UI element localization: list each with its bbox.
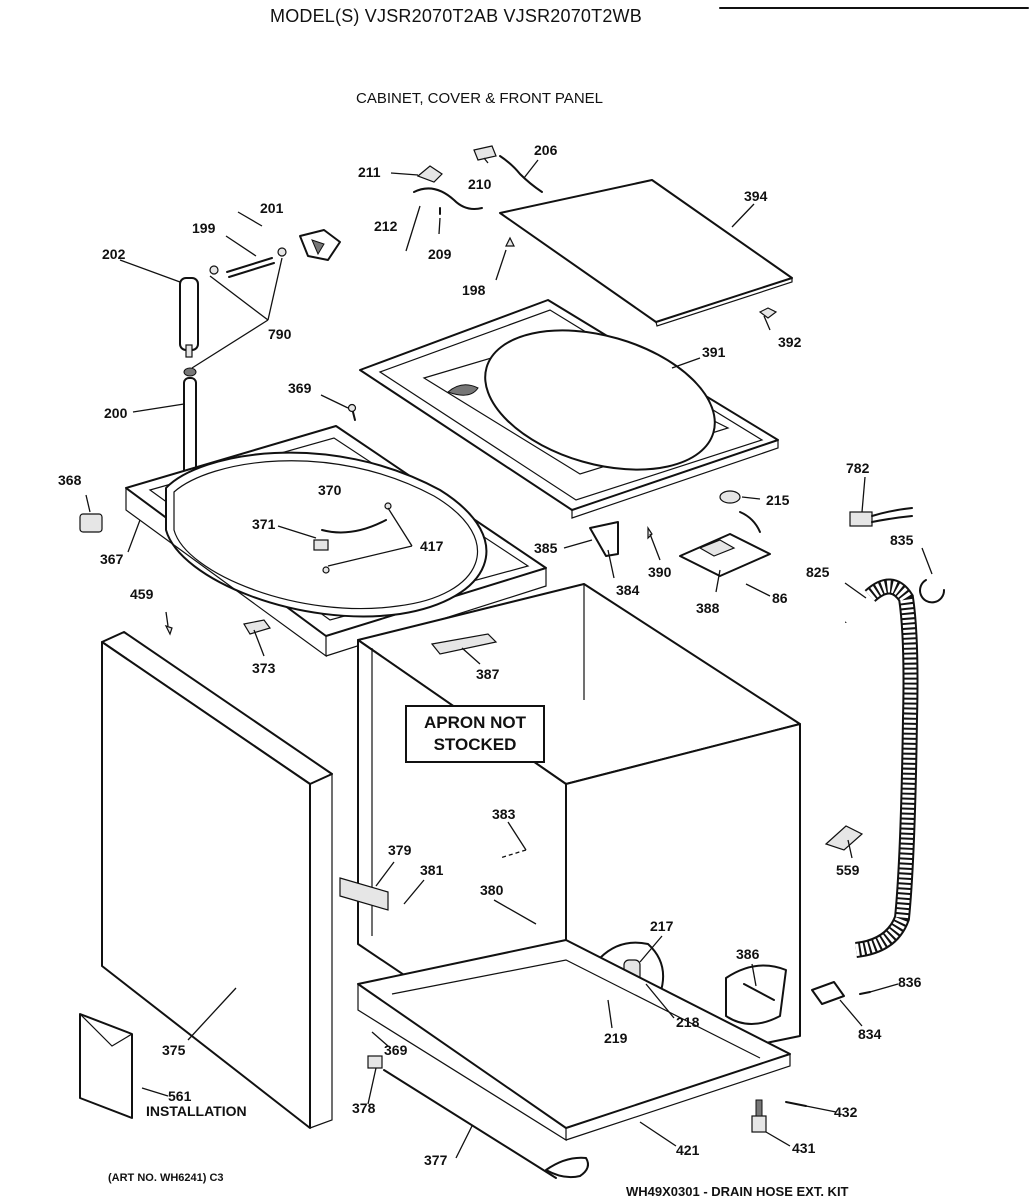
part-label-370: 370 xyxy=(318,482,342,498)
part-label-86: 86 xyxy=(772,590,788,606)
part-label-790: 790 xyxy=(268,326,292,342)
part-label-369-top: 369 xyxy=(288,380,312,396)
rod-377 xyxy=(383,1069,589,1179)
bracket-385 xyxy=(589,521,619,557)
top-cover-391 xyxy=(359,299,779,519)
part-label-367: 367 xyxy=(100,551,124,567)
part-label-198: 198 xyxy=(462,282,486,298)
base-frame-367 xyxy=(125,425,547,658)
part-label-373: 373 xyxy=(252,660,276,676)
part-label-559: 559 xyxy=(836,862,860,878)
hinge-rod-370 xyxy=(313,502,392,574)
part-label-381: 381 xyxy=(420,862,444,878)
part-label-211: 211 xyxy=(358,164,381,180)
part-label-369-bottom: 369 xyxy=(384,1042,408,1058)
part-label-386: 386 xyxy=(736,946,760,962)
part-label-561: 561 xyxy=(168,1088,192,1104)
apron-not-stocked-callout: APRON NOT STOCKED xyxy=(405,705,545,763)
part-label-371: 371 xyxy=(252,516,276,532)
pin-432 xyxy=(785,1101,807,1107)
base-pan-421 xyxy=(357,939,791,1142)
part-label-379: 379 xyxy=(388,842,412,858)
part-label-385: 385 xyxy=(534,540,558,556)
part-label-202: 202 xyxy=(102,246,126,262)
screw-390 xyxy=(647,526,653,540)
switch-388 xyxy=(679,511,771,577)
part-label-459: 459 xyxy=(130,586,154,602)
part-label-387: 387 xyxy=(476,666,500,682)
drain-hose-kit-note: WH49X0301 - DRAIN HOSE EXT. KIT xyxy=(626,1184,849,1199)
part-label-417: 417 xyxy=(420,538,444,554)
part-label-383: 383 xyxy=(492,806,516,822)
leader-201 xyxy=(237,211,263,227)
clip-559 xyxy=(824,825,864,851)
clamp-835 xyxy=(919,579,946,604)
part-label-421: 421 xyxy=(676,1142,700,1158)
part-label-431: 431 xyxy=(792,1140,816,1156)
installation-label: INSTALLATION xyxy=(146,1103,247,1119)
foot-378 xyxy=(367,1055,383,1069)
part-label-218: 218 xyxy=(676,1014,700,1030)
hinge-392 xyxy=(758,307,778,319)
part-label-392: 392 xyxy=(778,334,802,350)
clip-459 xyxy=(164,624,173,636)
drain-hose-825 xyxy=(843,578,919,958)
clip-368 xyxy=(79,513,103,533)
screw-369-top xyxy=(347,403,357,421)
callout-line-1: APRON NOT xyxy=(424,713,526,732)
parts-upper-left xyxy=(179,229,341,481)
part-label-200: 200 xyxy=(104,405,128,421)
part-label-390: 390 xyxy=(648,564,672,580)
callout-line-2: STOCKED xyxy=(433,735,517,754)
part-label-206: 206 xyxy=(534,142,558,158)
harness-782 xyxy=(849,507,913,527)
lid-switch-parts xyxy=(413,145,543,247)
leg-431 xyxy=(751,1099,767,1133)
part-label-199: 199 xyxy=(192,220,216,236)
part-label-215: 215 xyxy=(766,492,790,508)
part-label-388: 388 xyxy=(696,600,720,616)
part-label-380: 380 xyxy=(480,882,504,898)
lid-394 xyxy=(499,179,793,327)
part-label-825: 825 xyxy=(806,564,830,580)
art-number: (ART NO. WH6241) C3 xyxy=(108,1172,224,1184)
model-title: MODEL(S) VJSR2070T2AB VJSR2070T2WB xyxy=(270,6,642,26)
part-label-782: 782 xyxy=(846,460,870,476)
slide-379 xyxy=(339,877,389,911)
part-label-201: 201 xyxy=(260,200,284,216)
leader-lines xyxy=(85,157,933,1159)
part-label-834: 834 xyxy=(858,1026,882,1042)
part-label-212: 212 xyxy=(374,218,398,234)
part-label-219: 219 xyxy=(604,1030,628,1046)
part-label-384: 384 xyxy=(616,582,640,598)
bracket-373 xyxy=(243,619,271,635)
part-label-394: 394 xyxy=(744,188,768,204)
part-label-432: 432 xyxy=(834,1104,858,1120)
screw-836 xyxy=(859,991,871,995)
plug-215 xyxy=(719,490,741,504)
part-label-368: 368 xyxy=(58,472,82,488)
part-label-210: 210 xyxy=(468,176,492,192)
part-label-377: 377 xyxy=(424,1152,448,1168)
part-label-835: 835 xyxy=(890,532,914,548)
part-label-378: 378 xyxy=(352,1100,376,1116)
part-label-836: 836 xyxy=(898,974,922,990)
installation-envelope-561 xyxy=(79,1013,133,1119)
part-label-391: 391 xyxy=(702,344,726,360)
section-title: CABINET, COVER & FRONT PANEL xyxy=(356,90,603,107)
part-label-217: 217 xyxy=(650,918,674,934)
part-label-375: 375 xyxy=(162,1042,186,1058)
front-panel-375 xyxy=(101,631,333,1129)
clip-834 xyxy=(811,981,845,1005)
part-label-209: 209 xyxy=(428,246,452,262)
